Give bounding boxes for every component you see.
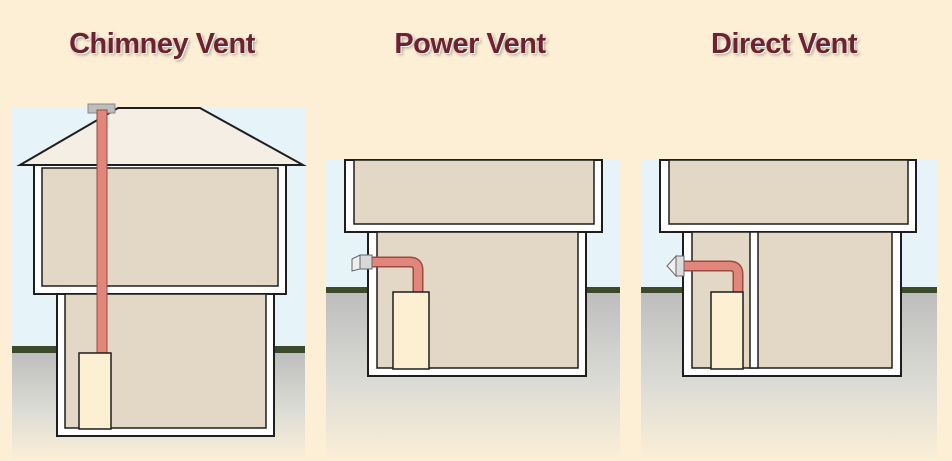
panel-direct-vent bbox=[641, 159, 937, 461]
vent-termination-hood bbox=[666, 254, 677, 278]
vent-pipe bbox=[372, 258, 422, 294]
upper-room bbox=[668, 159, 909, 225]
water-heater bbox=[392, 291, 430, 370]
panel-power-vent bbox=[326, 159, 620, 461]
vent-termination-cap bbox=[675, 255, 685, 277]
vent-pipe bbox=[680, 262, 742, 294]
title-direct-vent: Direct Vent bbox=[711, 28, 858, 60]
chimney-flue-pipe bbox=[96, 109, 108, 357]
title-chimney-vent: Chimney Vent bbox=[69, 28, 255, 60]
title-power-vent: Power Vent bbox=[394, 28, 546, 60]
vent-hood bbox=[359, 254, 373, 270]
partition-wall bbox=[749, 231, 759, 369]
water-heater bbox=[78, 352, 112, 430]
upper-room bbox=[41, 167, 279, 287]
upper-room bbox=[353, 159, 595, 225]
water-heater bbox=[710, 291, 744, 370]
panel-chimney-vent bbox=[12, 103, 307, 461]
vent-hood-flap bbox=[351, 254, 361, 272]
